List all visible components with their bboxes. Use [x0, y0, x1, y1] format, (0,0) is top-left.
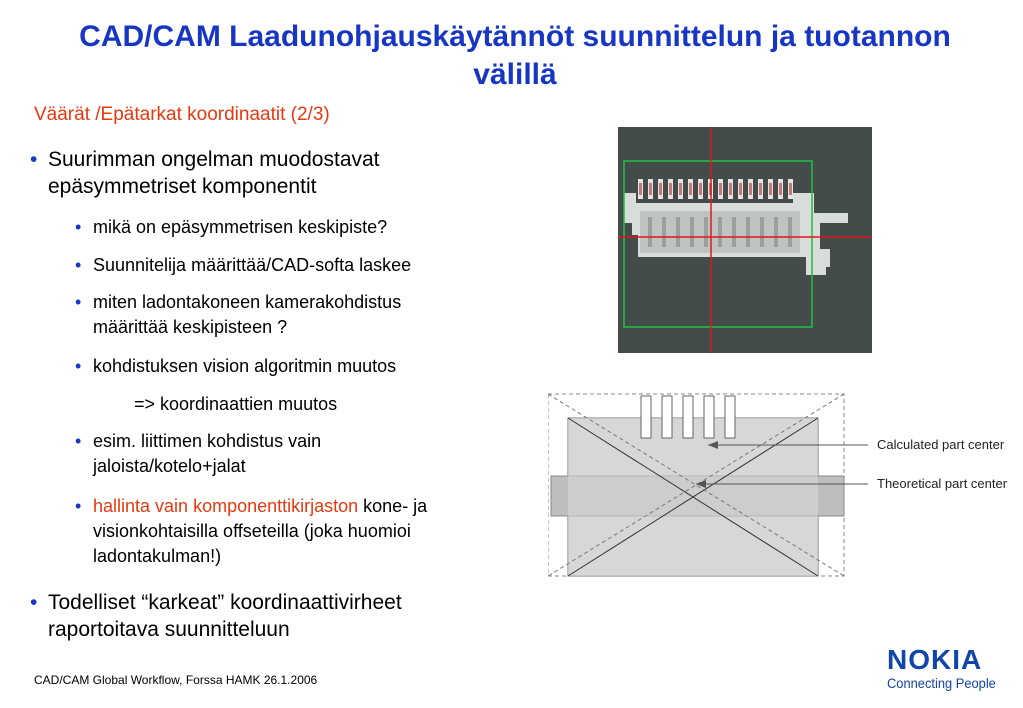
bullet-text: miten ladontakoneen kamerakohdistus	[93, 292, 402, 312]
bullet-text: Suurimman ongelman muodostavat	[48, 148, 380, 171]
bullet-text: Suunnitelija määrittää/CAD-softa laskee	[93, 255, 412, 275]
nokia-logo: NOKIA Connecting People	[887, 644, 1007, 692]
bullet-text: esim. liittimen kohdistus vain	[93, 431, 322, 451]
slide-title: CAD/CAM Laadunohjauskäytännöt suunnittel…	[79, 20, 951, 91]
bullet-text: Todelliset “karkeat” koordinaattivirheet	[48, 591, 402, 614]
bullet-text: ladontakulman!)	[93, 546, 222, 566]
bullet-text: visionkohtaisilla offseteilla (joka huom…	[93, 521, 411, 541]
bullet-marker: •	[75, 217, 82, 237]
bullet-marker: •	[75, 255, 82, 275]
bullet-marker: •	[75, 431, 82, 451]
bullet-marker: •	[30, 148, 38, 171]
part-center-diagram: Calculated part center Theoretical part …	[548, 393, 1008, 577]
bullet-text-highlight: hallinta vain komponenttikirjaston	[93, 496, 359, 516]
theoretical-center-label: Theoretical part center	[877, 476, 1008, 491]
bullet-text: määrittää keskipisteen ?	[93, 317, 288, 337]
bullet-level2: • hallinta vain komponenttikirjaston kon…	[75, 494, 427, 569]
calculated-center-label: Calculated part center	[877, 437, 1005, 452]
bullet-marker: •	[75, 496, 82, 516]
logo-tagline: Connecting People	[887, 675, 996, 691]
bullet-marker: •	[75, 292, 82, 312]
bullet-marker: •	[30, 591, 38, 614]
bullet-text: kone- ja	[358, 496, 428, 516]
bullet-text: jaloista/kotelo+jalat	[93, 456, 246, 476]
bullet-level2: • mikä on epäsymmetrisen keskipiste?	[75, 215, 387, 240]
bullet-marker: •	[75, 356, 82, 376]
logo-wordmark: NOKIA	[887, 644, 983, 675]
bullet-text: raportoitava suunnitteluun	[48, 618, 290, 641]
bullet-continuation: => koordinaattien muutos	[134, 392, 337, 417]
bullet-text: => koordinaattien muutos	[134, 394, 338, 414]
bullet-level2: • esim. liittimen kohdistus vain jaloist…	[75, 429, 321, 479]
slide-subtitle: Väärät /Epätarkat koordinaatit (2/3)	[34, 104, 330, 125]
bullet-level1: • Todelliset “karkeat” koordinaattivirhe…	[30, 589, 402, 643]
bullet-level2: • Suunnitelija määrittää/CAD-softa laske…	[75, 253, 411, 278]
footer-text: CAD/CAM Global Workflow, Forssa HAMK 26.…	[34, 673, 318, 687]
bullet-level2: • kohdistuksen vision algoritmin muutos	[75, 354, 396, 379]
bullet-level1: • Suurimman ongelman muodostavat epäsymm…	[30, 146, 380, 200]
bullet-text: kohdistuksen vision algoritmin muutos	[93, 356, 397, 376]
bullet-text: mikä on epäsymmetrisen keskipiste?	[93, 217, 388, 237]
connector-camera-image	[618, 127, 872, 353]
bullet-text: epäsymmetriset komponentit	[48, 175, 317, 198]
bullet-level2: • miten ladontakoneen kamerakohdistus mä…	[75, 290, 401, 340]
